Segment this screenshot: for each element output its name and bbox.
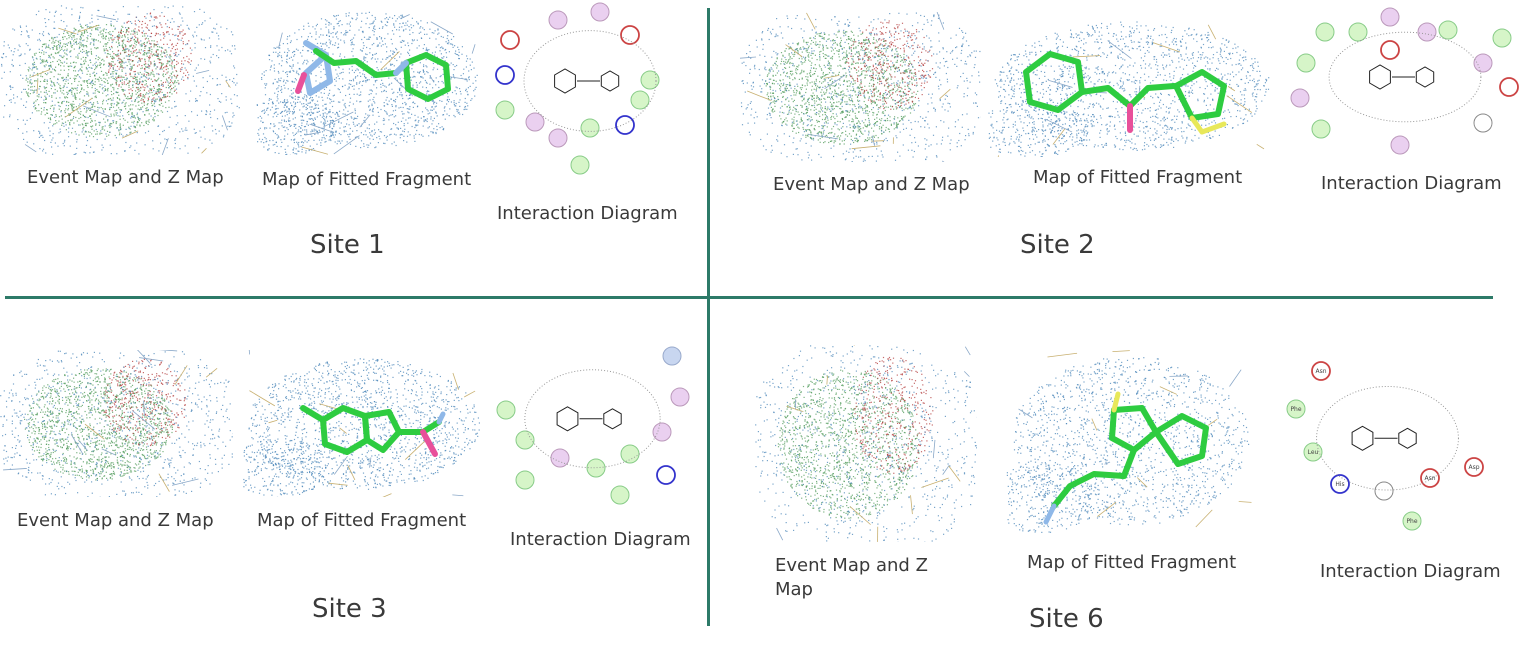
site6-res-leu: Leu <box>1308 449 1319 456</box>
ligand-sketch <box>1328 31 1482 123</box>
density-mesh <box>1006 350 1252 533</box>
site2-ligand <box>1023 51 1227 135</box>
site6-fitted-fragment-image <box>1006 346 1254 535</box>
site3-interaction-caption: Interaction Diagram <box>510 529 691 550</box>
site2-fitted-fragment-caption: Map of Fitted Fragment <box>1033 167 1243 188</box>
site6-res-phe-1: Phe <box>1290 406 1301 413</box>
site1-fitted-fragment-image <box>256 3 482 155</box>
site3-fitted-fragment-caption: Map of Fitted Fragment <box>257 510 467 531</box>
site6-interaction-diagram: Asn Phe Leu His Asn Asp Phe <box>1280 355 1495 540</box>
site1-ligand <box>295 40 451 102</box>
density-mesh <box>988 21 1270 157</box>
site3-ligand <box>300 405 446 457</box>
horizontal-divider <box>5 296 1493 299</box>
site6-residue-labels: Asn Phe Leu His Asn Asp Phe <box>1290 368 1479 525</box>
site2-interaction-diagram <box>1290 5 1520 165</box>
site1-fitted-fragment-caption: Map of Fitted Fragment <box>262 169 472 190</box>
residue-circles <box>1286 361 1484 531</box>
density-mesh <box>755 345 977 542</box>
site6-res-asp: Asp <box>1468 464 1479 471</box>
site6-res-asn-1: Asn <box>1315 368 1326 375</box>
site1-event-map-caption: Event Map and Z Map <box>27 167 224 188</box>
site2-title: Site 2 <box>1020 230 1095 260</box>
site6-res-his: His <box>1335 481 1344 488</box>
site3-title: Site 3 <box>312 594 387 624</box>
site6-fitted-fragment-caption: Map of Fitted Fragment <box>1027 552 1237 573</box>
site2-fitted-fragment-image <box>988 14 1275 157</box>
site6-event-map-image <box>755 345 977 542</box>
site1-event-map-image <box>0 5 240 155</box>
site6-title: Site 6 <box>1029 604 1104 634</box>
density-mesh <box>243 350 480 497</box>
site2-event-map-caption: Event Map and Z Map <box>773 174 970 195</box>
site2-event-map-image <box>740 12 981 162</box>
residue-circles <box>496 346 690 505</box>
site6-res-phe-2: Phe <box>1406 518 1417 525</box>
vertical-divider <box>707 8 710 626</box>
site3-event-map-caption: Event Map and Z Map <box>17 510 214 531</box>
density-mesh <box>1 5 240 155</box>
site2-interaction-caption: Interaction Diagram <box>1321 173 1502 194</box>
ligand-sketch <box>1316 385 1459 491</box>
site3-fitted-fragment-image <box>243 350 484 497</box>
site6-ligand <box>1043 391 1209 525</box>
ligand-sketch <box>524 369 661 469</box>
density-mesh <box>0 350 233 497</box>
site6-res-asn-2: Asn <box>1424 475 1435 482</box>
site3-interaction-diagram <box>490 340 695 515</box>
site3-event-map-image <box>0 350 233 497</box>
site1-interaction-caption: Interaction Diagram <box>497 203 678 224</box>
residue-circles <box>1290 7 1519 155</box>
residue-circles <box>495 2 660 175</box>
ligand-sketch <box>523 30 657 132</box>
site1-interaction-diagram <box>490 0 690 180</box>
site1-title: Site 1 <box>310 230 385 260</box>
density-mesh <box>740 12 981 162</box>
site6-event-map-caption: Event Map and Z Map <box>775 555 928 600</box>
site6-interaction-caption: Interaction Diagram <box>1320 561 1501 582</box>
